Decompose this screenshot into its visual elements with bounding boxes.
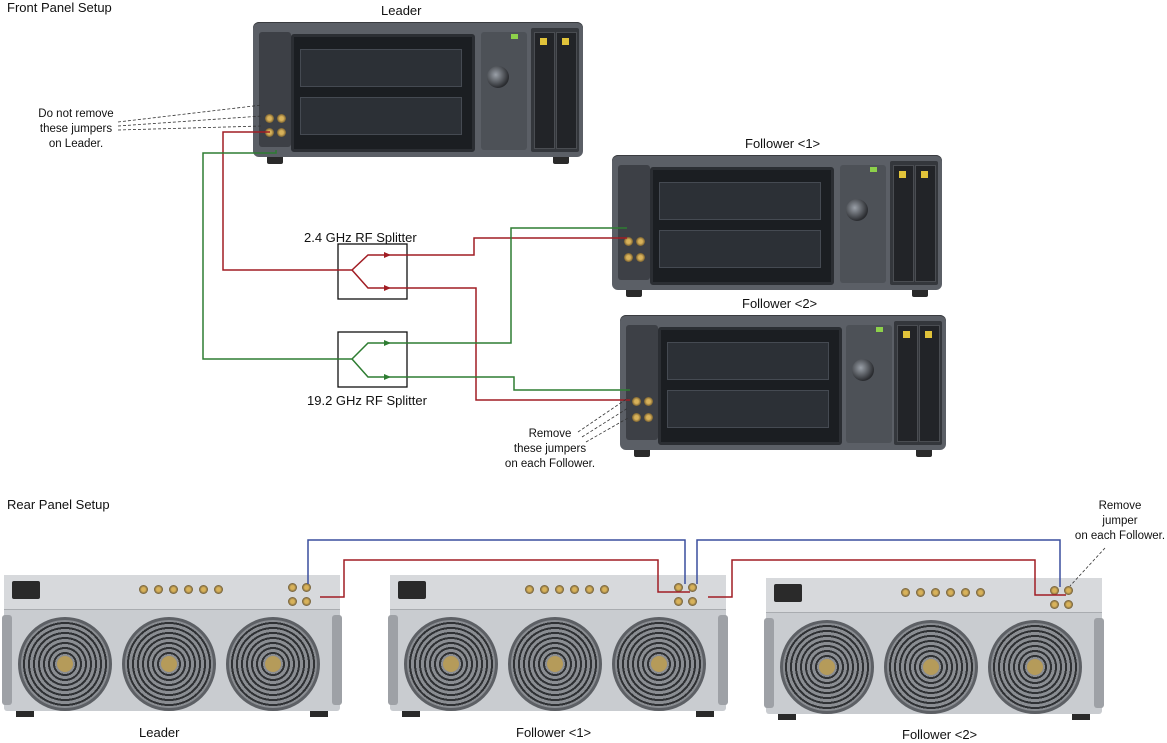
jumper-port [277, 114, 286, 123]
keypad [846, 325, 892, 443]
fan-icon [404, 617, 498, 711]
module-bay [894, 321, 942, 445]
fan-icon [122, 617, 216, 711]
green-splitter-internal [338, 342, 407, 360]
jumper-port [265, 114, 274, 123]
green-cable-leader-to-splitter [202, 150, 338, 360]
dashed-leader-line [1069, 547, 1106, 587]
green-cable-splitter-to-follower2 [407, 376, 630, 391]
instrument-screen [291, 34, 475, 152]
fan-icon [612, 617, 706, 711]
jumper-port [644, 413, 653, 422]
rear-panel-title: Rear Panel Setup [7, 497, 110, 512]
power-inlet [398, 581, 426, 599]
dashed-leader-line [581, 407, 629, 438]
splitter-19-2ghz-label: 19.2 GHz RF Splitter [307, 393, 427, 408]
follower1-front-instrument [612, 155, 942, 297]
rear-jumper-note: Remove jumper on each Follower. [1074, 500, 1166, 542]
module-bay [890, 161, 938, 285]
jumper-port [632, 397, 641, 406]
follower-jumper-note: Remove these jumpers on each Follower. [504, 428, 596, 470]
follower1-front-label: Follower <1> [745, 136, 821, 151]
io-panel [618, 165, 650, 280]
keypad [481, 32, 527, 150]
leader-front-instrument [253, 22, 583, 164]
red-cable-splitter-to-follower1 [407, 237, 627, 256]
blue-cable-follower1-to-follower2 [696, 539, 1061, 587]
front-panel-title: Front Panel Setup [7, 0, 112, 15]
jumper-port [624, 237, 633, 246]
fan-icon [780, 620, 874, 714]
instrument-screen [658, 327, 842, 445]
green-splitter-internal [351, 358, 407, 378]
red-cable-rear-leader-to-follower1 [320, 559, 690, 598]
instrument-screen [650, 167, 834, 285]
power-inlet [12, 581, 40, 599]
leader-jumper-note: Do not remove these jumpers on Leader. [38, 108, 114, 150]
jumper-port [636, 237, 645, 246]
follower1-rear-label: Follower <1> [516, 725, 592, 740]
leader-rear-chassis [2, 575, 342, 717]
io-panel [259, 32, 291, 147]
red-arrow-icon [384, 252, 391, 258]
rotary-knob [846, 199, 868, 221]
power-inlet [774, 584, 802, 602]
dashed-leader-line [117, 115, 263, 127]
red-splitter-internal [351, 269, 407, 289]
rotary-knob [852, 359, 874, 381]
follower2-front-label: Follower <2> [742, 296, 818, 311]
fan-icon [988, 620, 1082, 714]
jumper-port [277, 128, 286, 137]
follower2-rear-label: Follower <2> [902, 727, 978, 742]
jumper-port [644, 397, 653, 406]
red-cable-leader-to-splitter [222, 131, 338, 271]
leader-rear-label: Leader [139, 725, 180, 740]
fan-icon [884, 620, 978, 714]
red-cable-rear-follower1-to-follower2 [708, 559, 1066, 598]
blue-cable-leader-to-follower1 [307, 539, 686, 584]
green-arrow-icon [384, 340, 391, 346]
splitter-2-4ghz-label: 2.4 GHz RF Splitter [304, 230, 417, 245]
red-arrow-icon [384, 285, 391, 291]
jumper-port [636, 253, 645, 262]
keypad [840, 165, 886, 283]
green-arrow-icon [384, 374, 391, 380]
fan-icon [508, 617, 602, 711]
fan-icon [18, 617, 112, 711]
dashed-leader-line [585, 417, 629, 443]
jumper-port [632, 413, 641, 422]
leader-front-label: Leader [381, 3, 422, 18]
io-panel [626, 325, 658, 440]
splitter-2-4ghz-box [337, 243, 408, 300]
green-cable-splitter-to-follower1 [407, 227, 627, 344]
jumper-port [624, 253, 633, 262]
rotary-knob [487, 66, 509, 88]
fan-icon [226, 617, 320, 711]
dashed-leader-line [117, 125, 263, 131]
dashed-leader-line [117, 104, 263, 123]
dashed-leader-line [577, 397, 629, 433]
follower2-front-instrument [620, 315, 946, 457]
red-cable-splitter-to-follower2 [407, 287, 630, 401]
red-splitter-internal [338, 254, 407, 271]
module-bay [531, 28, 579, 152]
